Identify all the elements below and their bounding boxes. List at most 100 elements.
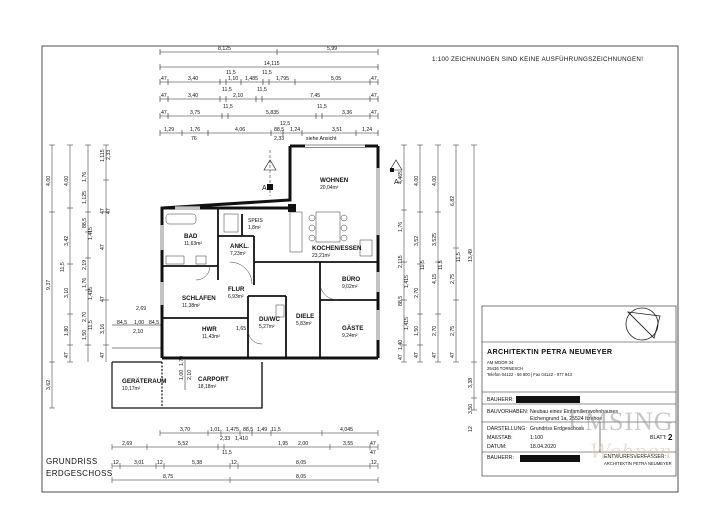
dim-text: 11,5 [317, 104, 327, 110]
room-name-carport: CARPORT [198, 376, 229, 383]
shower [275, 304, 285, 318]
dim-text: 3,40 [188, 76, 198, 82]
title-line-1: GRUNDRISS [46, 457, 98, 466]
dim-text: 47 [371, 110, 377, 116]
dim-text: 5,835 [266, 110, 279, 116]
room-area-duwc: 5,27m² [259, 324, 275, 330]
left-dimension-lines [49, 144, 109, 409]
door-swing [229, 261, 253, 285]
bauherr-label: BAUHERR: [487, 397, 514, 403]
dim-text: 47 [371, 93, 377, 99]
dim-text: 3,50 [468, 404, 474, 414]
dim-text: 3,16 [100, 324, 106, 334]
dining-table [315, 211, 341, 243]
room-area-speis: 1,8m² [248, 225, 261, 231]
dim-text: 1,80 [64, 326, 70, 336]
dim-text: 1,24 [290, 127, 300, 133]
dim-text: 3,75 [190, 110, 200, 116]
dim-text: 9,37 [46, 280, 52, 290]
dim-text: 1,410 [235, 436, 248, 442]
section-label: A [394, 179, 399, 186]
title-block-frame [481, 305, 677, 477]
right-dimension-texts: 4,465 1,76 2,115 1,415 88,5 1,415 1,40 4… [398, 171, 474, 432]
redacted-bauherr-2 [520, 455, 580, 462]
dim-text: 3,51 [332, 127, 342, 133]
bottom-dimension-lines [111, 430, 379, 483]
room-name-schlafen: SCHLAFEN [182, 295, 216, 302]
dim-text: 12 [113, 460, 119, 466]
dim-text: 1,475 [226, 427, 239, 433]
room-name-wohnen: WOHNEN [320, 177, 349, 184]
dim-text: 88,5 [243, 427, 253, 433]
sheet-border [41, 45, 679, 493]
small-dimension-texts: 2,69 84,5 1,00 84,5 2,10 1,65 1,00 1,70 … [117, 306, 246, 380]
dim-text: 3,36 [342, 110, 352, 116]
dim-text: 4,00 [64, 176, 70, 186]
massstab-value: 1:100 [530, 435, 543, 441]
dim-text: 8,75 [163, 474, 173, 480]
dim-text: 3,01 [134, 460, 144, 466]
room-area-buero: 9,02m² [342, 284, 358, 290]
section-label: A [262, 185, 267, 192]
room-name-duwc: DU/WC [259, 316, 280, 323]
dim-text: 47 [106, 208, 112, 214]
dim-text: 12,5 [280, 121, 290, 127]
room-area-wohnen: 20,04m² [320, 185, 339, 191]
chimney [288, 204, 296, 212]
bauvorhaben-line-1: Neubau eines Einfamilienwohnhauses [530, 409, 618, 415]
entwurf-value: ARCHITEKTIN PETRA NEUMEYER [604, 461, 672, 466]
firm-name: ARCHITEKTIN PETRA NEUMEYER [487, 347, 613, 356]
darstellung-value: Grundriss Erdgeschoss [530, 426, 584, 432]
architect-logo [625, 307, 661, 341]
room-name-diele: DIELE [296, 313, 314, 320]
dim-text: 47 [64, 352, 70, 358]
dim-text: 2,70 [82, 312, 88, 322]
title-line-2: ERDGESCHOSS [46, 469, 113, 478]
dim-text: 4,00 [432, 176, 438, 186]
top-dimension-texts: 8,125 5,99 14,115 11,5 11,5 47 3,40 1,10… [161, 46, 377, 142]
dim-text: 11,5 [262, 70, 272, 76]
dim-text: 1,24 [362, 127, 372, 133]
dim-text: 2,33 [274, 136, 284, 142]
dim-text: 12 [468, 426, 474, 432]
room-labels: WOHNEN 20,04m² KOCHEN/ESSEN 23,21m² BAD … [122, 177, 363, 392]
room-area-schlafen: 11,38m² [182, 303, 200, 309]
dim-text: 11,5 [222, 450, 232, 456]
dim-text: 47 [371, 76, 377, 82]
dim-text: 2,10 [133, 329, 143, 335]
dim-text: 1,76 [190, 127, 200, 133]
datum-value: 18.04.2020 [530, 444, 556, 450]
dim-text: 1,29 [164, 127, 174, 133]
dim-text: 1,415 [88, 287, 94, 300]
dim-text: 1,415 [88, 227, 94, 240]
dim-text: 47 [161, 93, 167, 99]
toilet [195, 255, 207, 265]
dim-text: 2,70 [432, 326, 438, 336]
dim-text: 3,62 [46, 380, 52, 390]
dim-text: 47 [100, 352, 106, 358]
bauvorhaben-line-2: Eichengrund 1a, 25524 Itzehoe [530, 416, 602, 422]
massstab-label: MAßSTAB: [487, 435, 513, 441]
dim-text: 11,5 [438, 260, 444, 270]
dim-text: 11,5 [257, 87, 267, 93]
dim-text: 1,485 [245, 76, 258, 82]
dim-text: 4,06 [235, 127, 245, 133]
room-area-bad: 11,63m² [184, 241, 202, 247]
firm-phone: Telefon 04122 - 56 800 | Fax 04122 - 977… [487, 372, 573, 377]
dim-text: 1,50 [414, 326, 420, 336]
dim-text: 1,76 [82, 172, 88, 182]
dim-text: 47 [370, 441, 376, 447]
dim-text: 11,5 [420, 260, 426, 270]
dim-text: 47 [432, 352, 438, 358]
room-area-flur: 6,93m² [228, 294, 244, 300]
carport-outline [111, 361, 263, 409]
room-area-ankl: 7,23m² [230, 251, 246, 257]
dim-text: 2,10 [233, 93, 243, 99]
dim-text: 11,5 [222, 87, 232, 93]
dim-text: 1,76 [398, 222, 404, 232]
dim-text: 47 [161, 76, 167, 82]
dim-text: 3,42 [64, 236, 70, 246]
dim-text: siehe Ansicht [306, 136, 337, 142]
dim-text: 1,49 [257, 427, 267, 433]
